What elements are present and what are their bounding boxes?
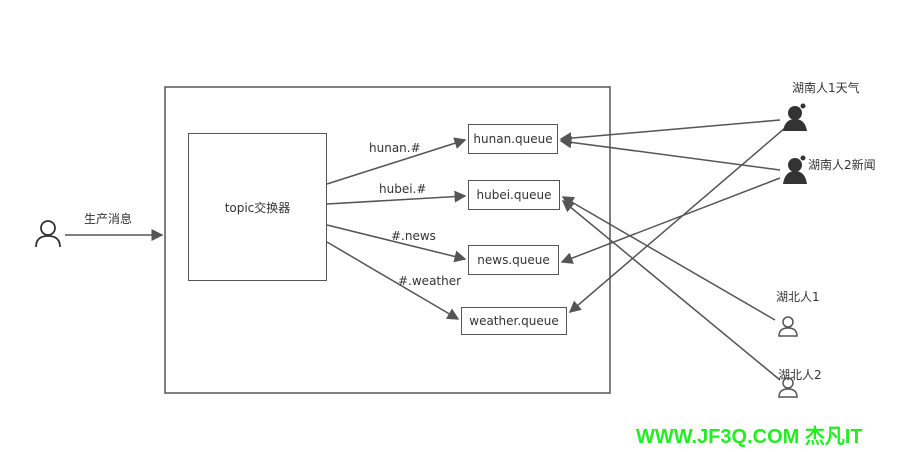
arrow-c3-hubei [561, 196, 776, 321]
consumer-hunan2-label: 湖南人2新闻 [808, 158, 876, 172]
queue-hunan[interactable]: hunan.queue [468, 124, 558, 154]
consumer-hubei1-icon [778, 316, 798, 337]
routing-key-weather: #.weather [398, 274, 462, 288]
queue-weather[interactable]: weather.queue [461, 307, 567, 335]
producer-user-icon [35, 220, 61, 248]
routing-key-news: #.news [391, 229, 436, 243]
arrow-c4-hubei [561, 200, 781, 381]
watermark: WWW.JF3Q.COM 杰凡IT [636, 426, 863, 448]
consumer-hubei1-label: 湖北人1 [776, 290, 820, 304]
routing-key-hubei: hubei.# [379, 182, 427, 196]
arrow-c1-weather [568, 127, 786, 313]
consumer-hunan2-icon [783, 154, 807, 184]
arrow-c1-hunan [559, 119, 781, 145]
queue-hubei[interactable]: hubei.queue [468, 180, 560, 210]
arrow-news [326, 224, 467, 263]
arrow-weather [326, 241, 460, 320]
arrow-hunan [326, 137, 467, 185]
consumer-hubei2-icon [778, 377, 798, 398]
arrow-hubei [326, 190, 467, 205]
consumer-hubei2-label: 湖北人2 [778, 368, 822, 382]
queue-news[interactable]: news.queue [468, 245, 559, 275]
arrow-c2-news [560, 177, 781, 264]
arrow-c2-hunan [559, 136, 781, 171]
producer-label: 生产消息 [84, 212, 133, 226]
consumer-hunan1-label: 湖南人1天气 [792, 81, 860, 95]
routing-key-hunan: hunan.# [369, 141, 421, 155]
consumer-hunan1-icon [783, 102, 807, 131]
topic-exchange[interactable]: topic交换器 [188, 133, 327, 281]
